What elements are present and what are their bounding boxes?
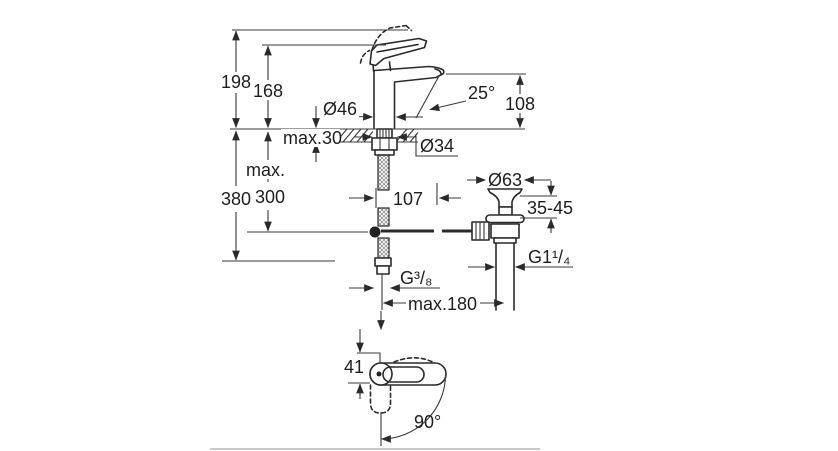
- drain-clamp-range-label: 35-45: [527, 198, 573, 218]
- dimension-lines: [222, 29, 573, 399]
- spout-height-label: 108: [505, 94, 535, 114]
- supply-fitting: [374, 257, 392, 287]
- washer: [374, 149, 395, 156]
- dimension-labels: 198 168 max. 300 380 max.30 Ø46 Ø34 107 …: [219, 72, 575, 432]
- swivel-arc: [380, 374, 447, 443]
- overall-height-label: 198: [221, 72, 251, 92]
- pop-up-rod: [369, 226, 472, 238]
- lever-raised-ghost: [359, 24, 413, 64]
- faucet-aerator: [434, 68, 442, 76]
- cartridge-dot: [376, 371, 382, 377]
- hole-diameter-label: Ø34: [420, 136, 454, 156]
- spout-angle-label: 25°: [468, 83, 495, 103]
- deck-thickness-label: max.30: [283, 128, 342, 148]
- below-max-prefix-label: max.: [246, 160, 285, 180]
- lever-height-label: 168: [253, 81, 283, 101]
- mounting-nut: [371, 137, 398, 151]
- pop-up-waste: [471, 188, 525, 311]
- handle-grip-outline: [382, 366, 425, 383]
- center-distance-label: max.180: [408, 294, 477, 314]
- handle-width-label: 41: [344, 357, 364, 377]
- hole-callout-box: [415, 134, 458, 157]
- waste-flange: [485, 214, 525, 224]
- handle-rotated-ghost: [369, 384, 392, 414]
- supply-hose: [377, 154, 390, 259]
- ball-joint: [369, 226, 381, 238]
- spout-reach-label: 107: [393, 189, 423, 209]
- below-overall-label: 380: [221, 189, 251, 209]
- below-max-value-label: 300: [255, 187, 285, 207]
- swivel-angle-label: 90°: [414, 412, 441, 432]
- drain-thread-label: G1¹/₄: [528, 247, 570, 267]
- drain-flange-diameter-label: Ø63: [488, 170, 522, 190]
- body-diameter-label: Ø46: [323, 99, 357, 119]
- waste-body: [490, 223, 520, 239]
- top-view: [369, 311, 447, 446]
- mounting-shank: [371, 128, 398, 156]
- waste-tailpipe: [495, 242, 515, 311]
- supply-thread-label: G³/₈: [400, 268, 432, 288]
- waste-neck: [498, 206, 513, 216]
- waste-plug: [487, 188, 523, 208]
- lever-edge: [376, 43, 419, 53]
- rod-adjuster-nut: [471, 221, 490, 241]
- faucet-body: [373, 65, 445, 130]
- spray-angle-line: [415, 75, 440, 119]
